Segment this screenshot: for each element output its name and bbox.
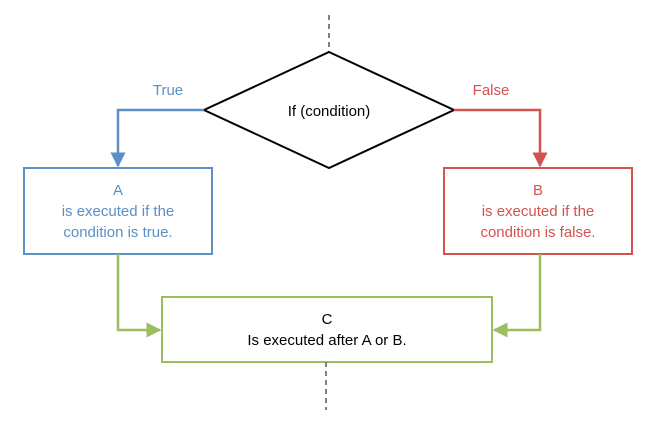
box-c-title: C	[321, 310, 333, 328]
box-a-title: A	[112, 181, 123, 199]
box-b-line-1: is executed if the	[481, 202, 595, 220]
box-c	[161, 296, 493, 363]
false-branch-connector	[454, 108, 548, 168]
box-b-line-2: condition is false.	[480, 223, 596, 241]
decision-text: If (condition)	[287, 102, 371, 120]
box-a-line-2: condition is true.	[63, 223, 173, 241]
box-a-line-1: is executed if the	[61, 202, 175, 220]
b-to-c-connector	[492, 254, 542, 338]
a-to-c-connector	[116, 254, 162, 338]
box-b	[443, 167, 633, 255]
box-c-text: C Is executed after A or B.	[162, 297, 492, 362]
box-b-title: B	[532, 181, 543, 199]
box-a-text: A is executed if the condition is true.	[24, 168, 212, 254]
box-a	[23, 167, 213, 255]
false-label: False	[473, 82, 510, 99]
true-branch-connector	[110, 108, 204, 168]
box-b-text: B is executed if the condition is false.	[444, 168, 632, 254]
box-c-line-1: Is executed after A or B.	[247, 331, 407, 349]
decision-diamond	[201, 50, 457, 170]
true-label: True	[153, 82, 183, 99]
decision-text-container: If (condition)	[244, 95, 414, 127]
